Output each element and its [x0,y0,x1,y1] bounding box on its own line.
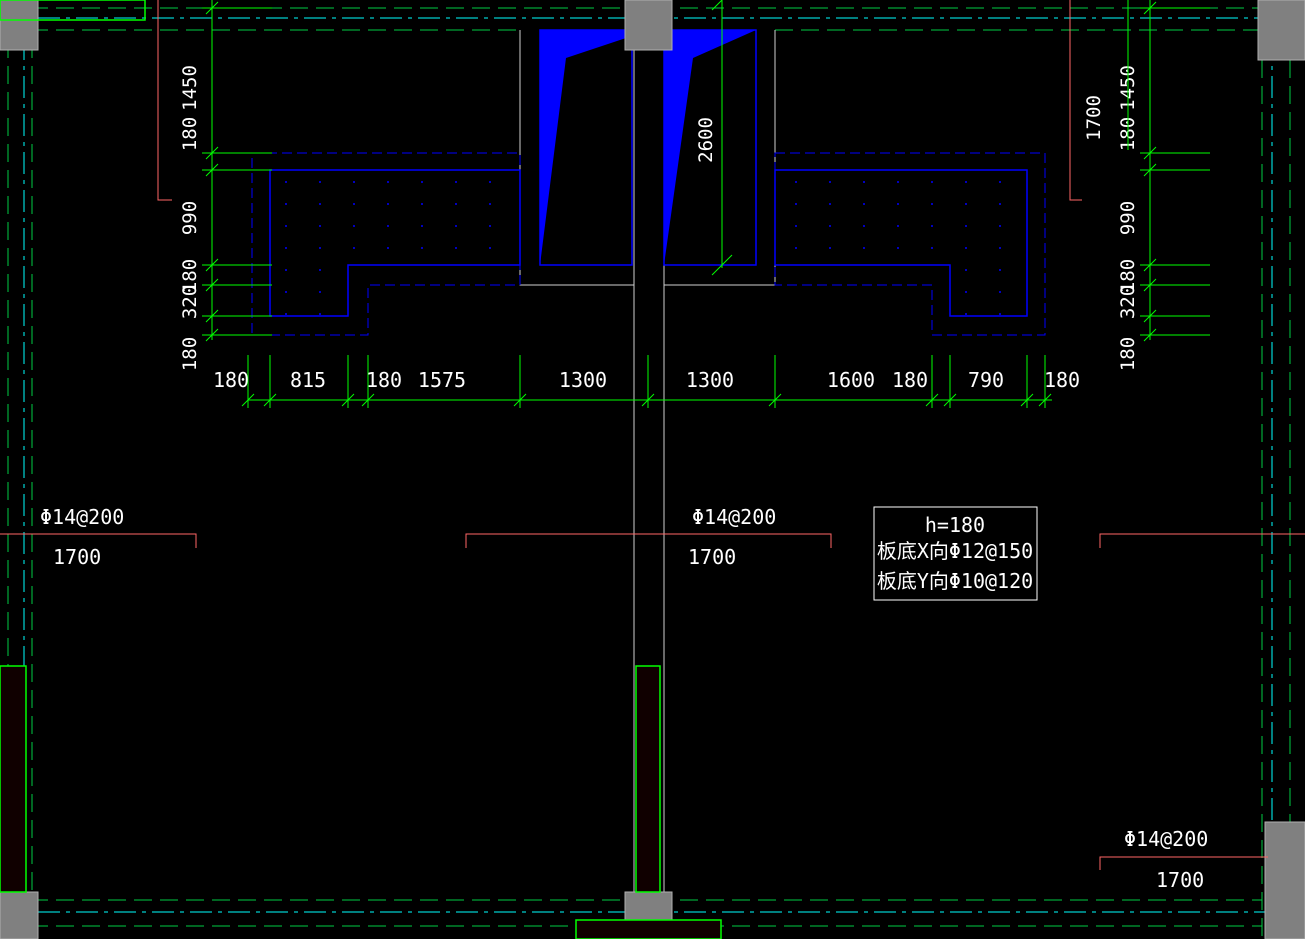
opening-dim-center: 2600 [695,117,717,163]
horizontal-dim-label: 180 [1044,368,1080,392]
vertical-dim-label: 320 [179,285,201,319]
horizontal-dimension-texts: 180 815 180 1575 1300 1300 1600 180 790 180 [213,368,1080,392]
slab-x-rebar: 板底X向Φ12@150 [877,539,1033,563]
rebar-lines [0,0,1305,870]
horizontal-dimension-chain [241,355,1052,408]
left-vertical-dimension-chain [202,0,272,342]
column-bottom-left [0,891,39,939]
column-top-left [0,0,39,51]
column-top-right [1257,0,1305,61]
horizontal-dim-label: 180 [366,368,402,392]
vertical-dim-label: 180 [179,337,201,371]
horizontal-dim-label: 790 [968,368,1004,392]
slab-thickness: h=180 [925,513,985,537]
horizontal-dim-label: 1575 [418,368,466,392]
vertical-dim-label: 1450 [179,65,201,111]
rebar-spec-right: Φ14@200 [1124,827,1208,851]
horizontal-dim-label: 180 [892,368,928,392]
vertical-dim-label: 180 [179,117,201,151]
column-top-center [624,0,673,51]
slab-note: h=180 板底X向Φ12@150 板底Y向Φ10@120 [873,506,1038,601]
rebar-spec-left: Φ14@200 [40,505,124,529]
slab-y-rebar: 板底Y向Φ10@120 [877,569,1033,593]
right-slab-hatch [795,181,1001,315]
opening-dim-left-side: 1700 [1083,95,1105,141]
opening-dimensions [711,0,1129,276]
opening-left [539,29,633,266]
vertical-dim-label: 320 [1117,285,1139,319]
rebar-length-right: 1700 [1156,868,1204,892]
rebar-length-left: 1700 [53,545,101,569]
left-slab [251,152,521,336]
right-slab [774,152,1046,336]
shear-walls [0,0,722,939]
rebar-length-center: 1700 [688,545,736,569]
horizontal-dim-label: 815 [290,368,326,392]
right-vertical-dimension-chain [1140,0,1210,342]
horizontal-dim-label: 1300 [686,368,734,392]
vertical-dim-label: 180 [1117,259,1139,293]
horizontal-dim-label: 180 [213,368,249,392]
column-bottom-right [1264,821,1305,939]
horizontal-dim-label: 1600 [827,368,875,392]
opening-right [663,29,757,266]
rebar-spec-center: Φ14@200 [692,505,776,529]
left-slab-hatch [285,181,491,315]
vertical-dim-label: 180 [179,259,201,293]
vertical-dim-label: 990 [1117,201,1139,235]
vertical-dim-label: 990 [179,201,201,235]
vertical-dim-label: 180 [1117,337,1139,371]
horizontal-dim-label: 1300 [559,368,607,392]
